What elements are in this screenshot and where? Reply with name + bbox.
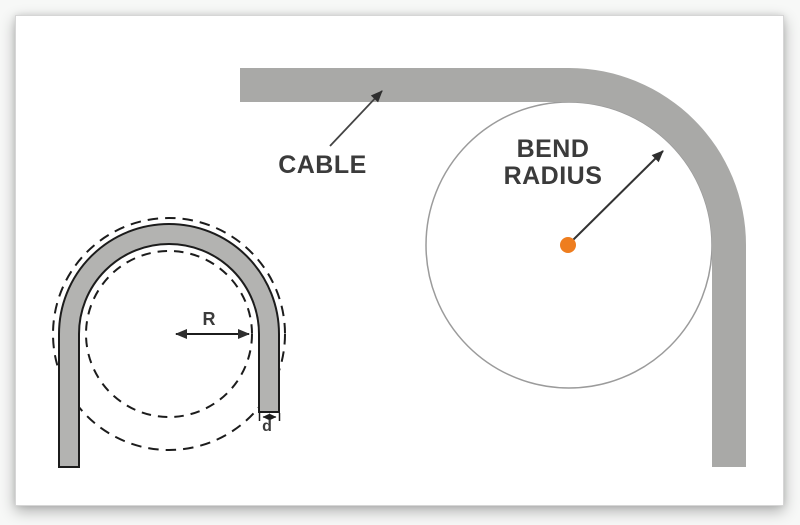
main-cable	[240, 68, 746, 467]
cable-label: CABLE	[278, 151, 367, 179]
bend-radius-label-line2: RADIUS	[503, 162, 603, 190]
detail-cable	[58, 223, 280, 468]
detail-outer-dashed-circle	[52, 217, 286, 451]
bend-radius-label: BEND RADIUS	[491, 136, 615, 190]
diameter-label: d	[262, 418, 272, 435]
bend-radius-label-line1: BEND	[516, 135, 590, 163]
radius-arrow	[572, 150, 664, 241]
center-dot	[560, 237, 576, 253]
radius-label: R	[202, 309, 216, 329]
cable-pointer-arrow	[329, 90, 383, 147]
detail-inner-dashed-circle	[85, 250, 253, 418]
